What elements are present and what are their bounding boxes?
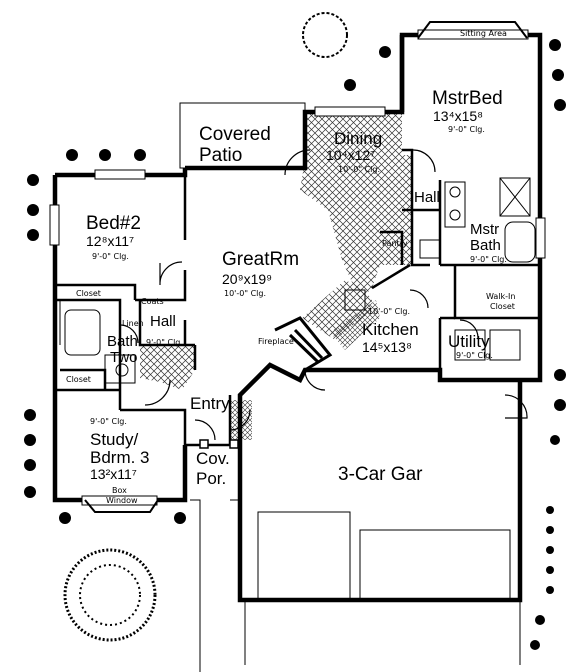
- kitchen-name: Kitchen: [362, 320, 419, 339]
- bed2-ceiling: 9'-0" Clg.: [92, 252, 129, 261]
- tree-bottom: [63, 548, 157, 642]
- shrub: [379, 46, 391, 58]
- great-room-dimensions: 20⁹x19⁹: [222, 271, 273, 287]
- dining-dimensions: 10⁴x12⁷: [326, 147, 376, 163]
- master-hall-name: Hall: [414, 189, 440, 206]
- walkway: [190, 499, 240, 672]
- master-bedroom-dimensions: 13⁴x15⁸: [433, 108, 484, 124]
- bed2-window: [94, 169, 146, 180]
- study-line2: Bdrm. 3: [90, 448, 150, 467]
- master-bath-line2: Bath: [470, 237, 501, 254]
- study-line1: Study/: [90, 430, 139, 449]
- kitchen-floor-hatch: [302, 280, 372, 340]
- kitchen-island-hatch: [330, 300, 380, 350]
- dining-window: [314, 106, 386, 117]
- master-bedroom-ceiling: 9'-0" Clg.: [448, 125, 485, 134]
- sitting-area-label: Sitting Area: [460, 29, 507, 38]
- walkin-closet-line1: Walk-In: [486, 292, 516, 301]
- shower-master: [499, 177, 531, 217]
- fixtures: [59, 177, 536, 384]
- master-bath-ceiling: 9'-0" Clg.: [470, 255, 507, 264]
- great-room-ceiling: 10'-0" Clg.: [224, 289, 267, 298]
- fireplace-name: Fireplace: [258, 337, 294, 346]
- kitchen-dimensions: 14⁵x13⁸: [362, 339, 412, 355]
- linen-name: Linen: [122, 319, 144, 328]
- interior-walls: [55, 148, 540, 447]
- cov-porch-line1: Cov.: [196, 449, 230, 468]
- walkin-closet-line2: Closet: [490, 302, 515, 311]
- box-window-line1: Box: [112, 486, 127, 495]
- dining-ceiling: 10'-0" Clg.: [338, 165, 381, 174]
- covered-patio-line2: Patio: [199, 145, 243, 166]
- study-closet-name: Closet: [66, 375, 91, 384]
- vanity-bath-two: [104, 354, 136, 384]
- master-window: [417, 29, 529, 40]
- bath-window: [535, 217, 546, 259]
- vanity-master: [444, 181, 466, 228]
- master-bath-line1: Mstr: [470, 221, 500, 238]
- garage-doors: [244, 511, 521, 665]
- box-window-line2: Window: [106, 496, 138, 505]
- toilet-master: [419, 239, 441, 259]
- door-swings: [119, 149, 528, 441]
- center-hall-name: Hall: [150, 313, 176, 330]
- coats-name: Coats: [141, 297, 164, 306]
- dining-floor-hatch: [300, 112, 412, 300]
- entry-name: Entry: [190, 394, 230, 413]
- kitchen-sink: [344, 289, 366, 311]
- angled-walls: [274, 316, 333, 372]
- tub-master: [504, 221, 536, 263]
- dryer: [489, 329, 521, 361]
- bed2-side-window: [49, 204, 60, 246]
- utility-name: Utility: [448, 332, 490, 351]
- dining-name: Dining: [334, 129, 383, 148]
- bath-two-ceiling: 9'-0" Clg.: [146, 338, 183, 347]
- bed2-dimensions: 12⁸x11⁷: [86, 233, 135, 249]
- bath-two-line1: Bath: [107, 333, 138, 350]
- bed2-name: Bed#2: [86, 213, 141, 234]
- study-dimensions: 13²x11⁷: [90, 466, 137, 482]
- porch-posts: [199, 439, 239, 449]
- landscaping: [24, 12, 566, 650]
- bath-hall-hatch: [140, 345, 195, 390]
- bed2-closet-name: Closet: [76, 289, 101, 298]
- tub-bath-two: [64, 309, 101, 356]
- utility-ceiling: 9'-0" Clg.: [456, 351, 493, 360]
- tree-top: [302, 12, 348, 58]
- kitchen-ceiling: 10'-0" Clg.: [368, 307, 411, 316]
- garage-name: 3-Car Gar: [338, 464, 423, 485]
- great-room-name: GreatRm: [222, 249, 300, 270]
- pantry-name: Pantry: [382, 239, 408, 248]
- master-bedroom-name: MstrBed: [432, 88, 503, 109]
- cov-porch-line2: Por.: [196, 469, 227, 488]
- sitting-area-bay: [417, 21, 528, 39]
- bath-two-line2: Two: [110, 349, 138, 366]
- box-window-bay: [84, 499, 159, 513]
- covered-patio-line1: Covered: [199, 124, 271, 145]
- study-ceiling: 9'-0" Clg.: [90, 417, 127, 426]
- washer: [454, 329, 486, 361]
- sink-bath-two: [115, 363, 129, 377]
- windows: [49, 29, 546, 506]
